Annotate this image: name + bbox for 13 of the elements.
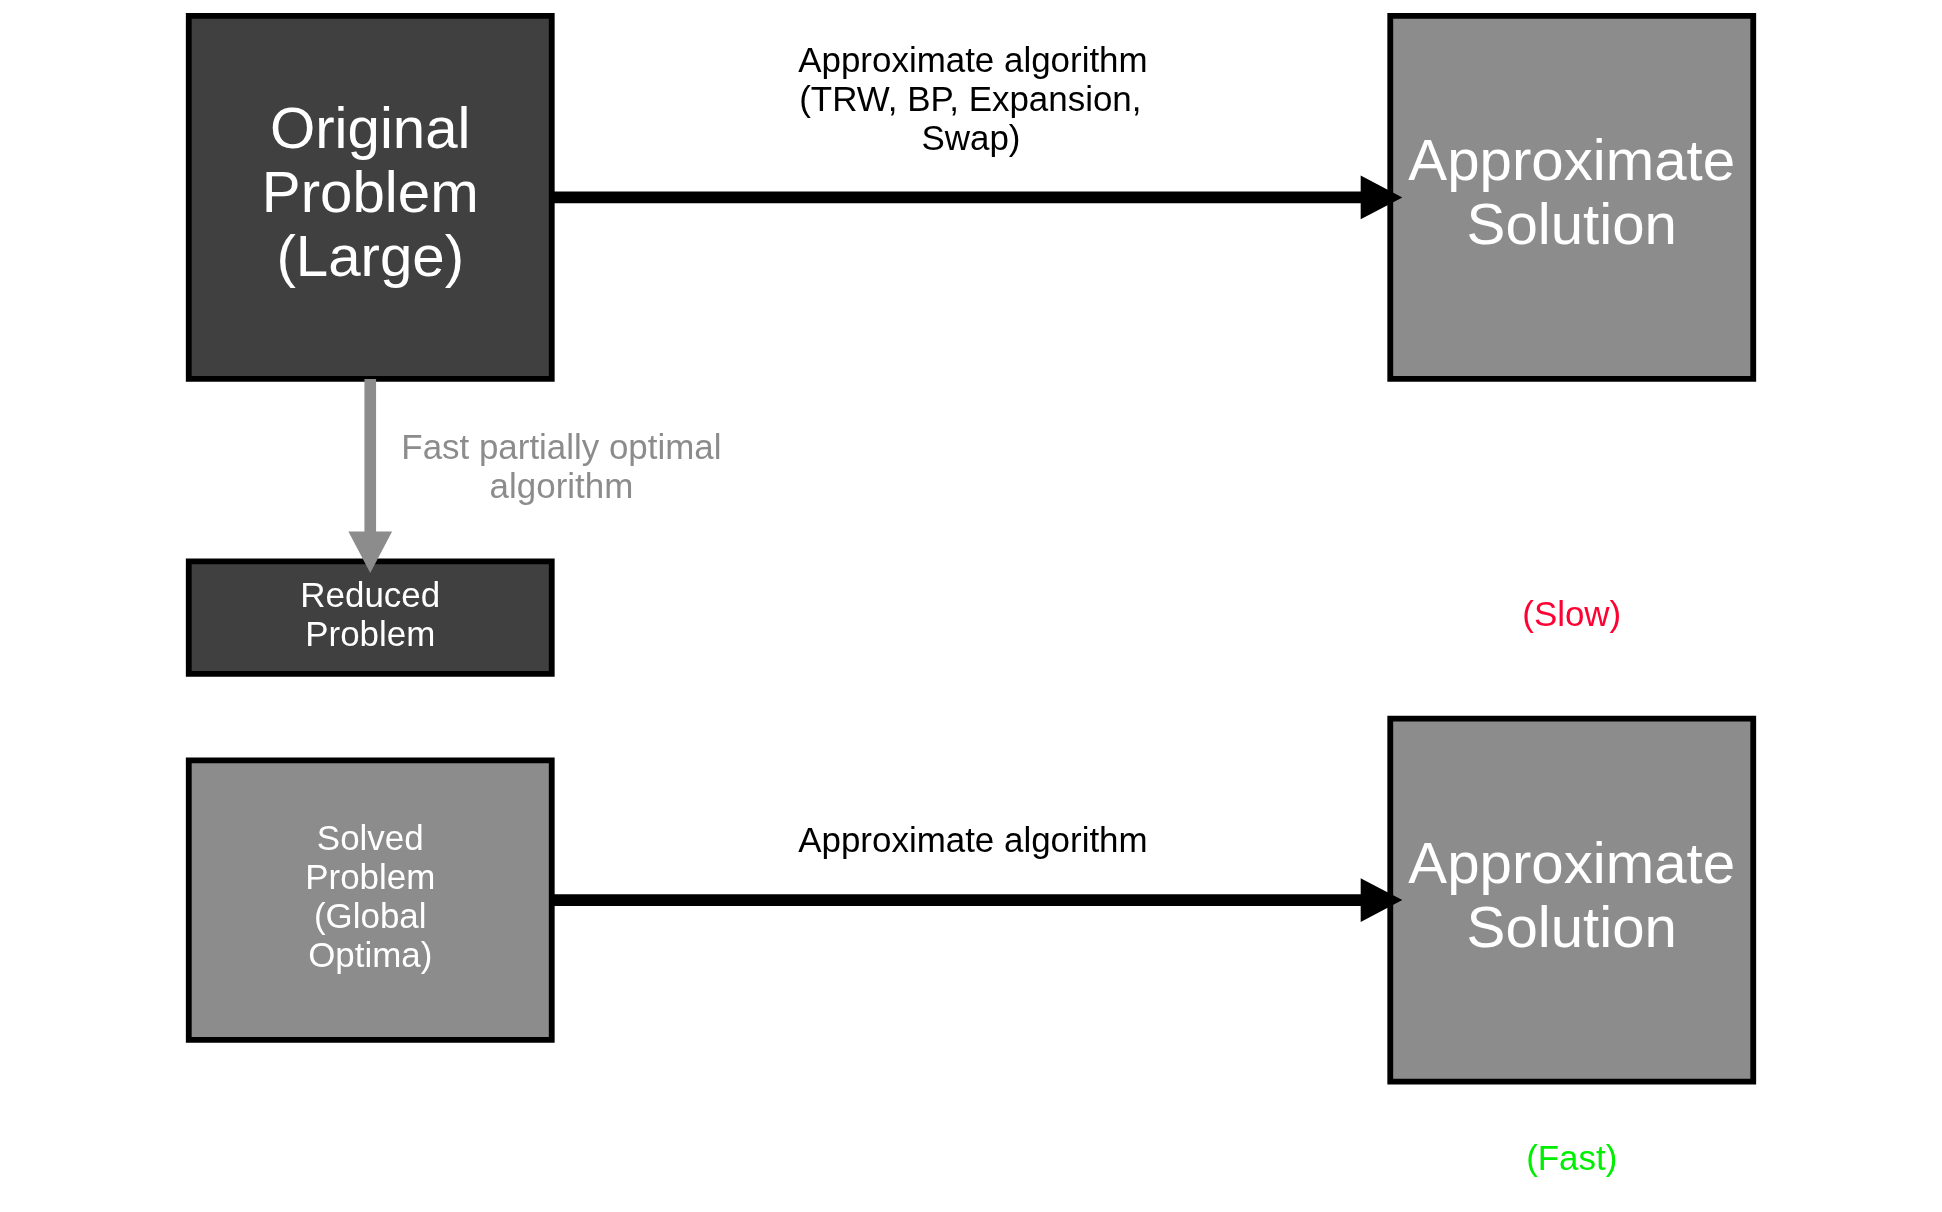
edge-label: Fast partially optimal algorithm (401, 427, 722, 506)
node-box: Solved Problem (Global Optima) (185, 757, 555, 1043)
node-box: Approximate Solution (1387, 13, 1757, 382)
node-box: Original Problem (Large) (185, 13, 555, 382)
edge-label: Approximate algorithm (798, 820, 1148, 860)
arrow (348, 378, 393, 574)
edge-label: Approximate algorithm (TRW, BP, Expansion, Swap) (798, 40, 1148, 157)
arrow (552, 878, 1403, 922)
label: (Slow) (1522, 594, 1622, 634)
node-box: Approximate Solution (1387, 715, 1757, 1085)
arrow (552, 175, 1403, 220)
node-box: Reduced Problem (185, 558, 555, 677)
label: (Fast) (1526, 1137, 1618, 1177)
